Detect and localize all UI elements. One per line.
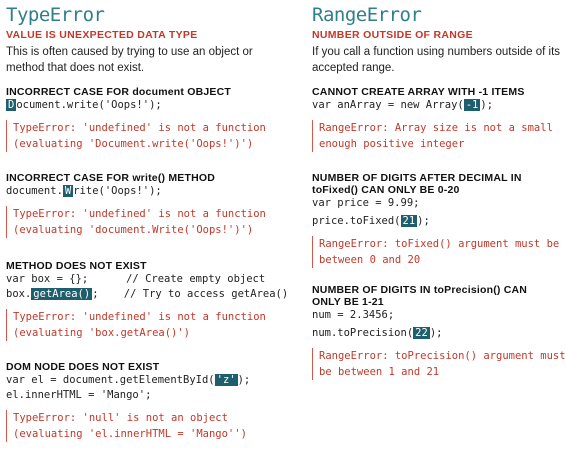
code-text: var anArray = new Array( (312, 99, 464, 111)
code-highlight: 22 (413, 327, 430, 339)
title-code: document (132, 86, 185, 98)
msg-line: TypeError: 'undefined' is not a function (13, 311, 266, 323)
code-line: box.getArea(); // Try to access getArea(… (6, 287, 288, 302)
section-title: METHOD DOES NOT EXIST (6, 260, 147, 272)
title-line: NUMBER OF DIGITS IN toPrecision() CAN (312, 284, 528, 296)
code-text: var price = 9.99; (312, 197, 420, 209)
code-line: var el = document.getElementById('z'); (6, 373, 278, 388)
title-line: ONLY BE 1-21 (312, 296, 384, 308)
code-highlight: 'z' (214, 374, 238, 386)
section-title: CANNOT CREATE ARRAY WITH -1 ITEMS (312, 86, 525, 98)
desc-line: method that does not exist. (6, 62, 145, 74)
msg-line: RangeError: toPrecision() argument must (319, 350, 566, 362)
section-write-case: INCORRECT CASE FOR write() METHOD docume… (6, 172, 278, 238)
code-text: price.toFixed( (312, 215, 401, 227)
code-text: rite('Oops!'); (73, 185, 162, 197)
desc-line: accepted range. (312, 62, 395, 74)
code-text: num = 2.3456; (312, 309, 395, 321)
msg-line: TypeError: 'null' is not an object (13, 412, 228, 424)
code-highlight: 21 (400, 215, 418, 227)
error-message: TypeError: 'undefined' is not a function… (6, 309, 278, 341)
code-text: ); (237, 374, 251, 386)
code-line: var anArray = new Array(-1); (312, 98, 562, 113)
typeerror-title: TypeError (6, 4, 105, 26)
code-text: num.toPrecision( (312, 327, 414, 339)
code-text: ); (480, 99, 494, 111)
title-text: INCORRECT CASE FOR (6, 172, 133, 184)
section-title: INCORRECT CASE FOR document OBJECT (6, 86, 278, 98)
title-code: write() (132, 172, 166, 184)
code-text: ; // Try to access getArea() (92, 288, 289, 300)
code-line: el.innerHTML = 'Mango'; (6, 388, 278, 403)
title-line: toFixed() CAN ONLY BE 0-20 (312, 184, 460, 196)
section-dom-node-missing: DOM NODE DOES NOT EXIST var el = documen… (6, 361, 278, 442)
desc-line: This is often caused by trying to use an… (6, 46, 253, 58)
code-highlight: D (6, 99, 17, 111)
code-text: document. (6, 185, 63, 197)
error-message: RangeError: toPrecision() argument must b… (312, 348, 566, 380)
code-line: var price = 9.99; (312, 196, 562, 211)
error-message: RangeError: toFixed() argument must be be… (312, 236, 562, 268)
msg-line: (evaluating 'document.Write('Oops!')') (13, 224, 254, 236)
code-text: ); (429, 327, 443, 339)
code-text: var el = document.getElementById( (6, 374, 215, 386)
msg-line: (evaluating 'el.innerHTML = 'Mango'') (13, 428, 247, 440)
title-text: METHOD (165, 172, 216, 184)
code-text: var box = {}; // Create empty object (6, 273, 266, 285)
section-method-missing: METHOD DOES NOT EXIST var box = {}; // C… (6, 260, 288, 341)
title-text: OBJECT (184, 86, 232, 98)
rangeerror-title: RangeError (312, 4, 422, 26)
code-line: num.toPrecision(22); (312, 326, 562, 341)
section-title: DOM NODE DOES NOT EXIST (6, 361, 160, 373)
typeerror-subtitle: VALUE IS UNEXPECTED DATA TYPE (6, 29, 198, 41)
typeerror-description: This is often caused by trying to use an… (6, 44, 278, 76)
msg-line: TypeError: 'undefined' is not a function (13, 122, 266, 134)
code-highlight: getArea() (31, 288, 93, 300)
title-line: NUMBER OF DIGITS AFTER DECIMAL IN (312, 172, 522, 184)
msg-line: be between 1 and 21 (319, 366, 440, 378)
desc-line: If you call a function using numbers out… (312, 46, 561, 58)
msg-line: (evaluating 'Document.write('Oops!')') (13, 138, 254, 150)
code-line: price.toFixed(21); (312, 214, 562, 229)
rangeerror-column: RangeError NUMBER OUTSIDE OF RANGE If yo… (312, 0, 566, 380)
section-title: INCORRECT CASE FOR write() METHOD (6, 172, 278, 184)
msg-line: enough positive integer (319, 138, 465, 150)
section-array-negative: CANNOT CREATE ARRAY WITH -1 ITEMS var an… (312, 86, 562, 152)
msg-line: RangeError: Array size is not a small (319, 122, 553, 134)
code-highlight: W (62, 185, 74, 197)
error-message: TypeError: 'undefined' is not a function… (6, 120, 278, 152)
msg-line: TypeError: 'undefined' is not a function (13, 208, 266, 220)
msg-line: between 0 and 20 (319, 254, 421, 266)
code-text: ); (417, 215, 430, 227)
code-highlight: -1 (463, 99, 481, 111)
rangeerror-description: If you call a function using numbers out… (312, 44, 562, 76)
rangeerror-subtitle: NUMBER OUTSIDE OF RANGE (312, 29, 473, 41)
code-line: var box = {}; // Create empty object (6, 272, 278, 287)
error-message: TypeError: 'null' is not an object (evalu… (6, 410, 278, 442)
typeerror-column: TypeError VALUE IS UNEXPECTED DATA TYPE … (6, 0, 288, 442)
title-text: INCORRECT CASE FOR (6, 86, 133, 98)
error-message: TypeError: 'undefined' is not a function… (6, 206, 278, 238)
error-message: RangeError: Array size is not a small eno… (312, 120, 562, 152)
code-text: ocument.write('Oops!'); (16, 99, 162, 111)
msg-line: (evaluating 'box.getArea()') (13, 327, 191, 339)
code-line: num = 2.3456; (312, 308, 562, 323)
code-text: box. (6, 288, 32, 300)
msg-line: RangeError: toFixed() argument must be (319, 238, 560, 250)
code-text: el.innerHTML = 'Mango'; (6, 389, 152, 401)
